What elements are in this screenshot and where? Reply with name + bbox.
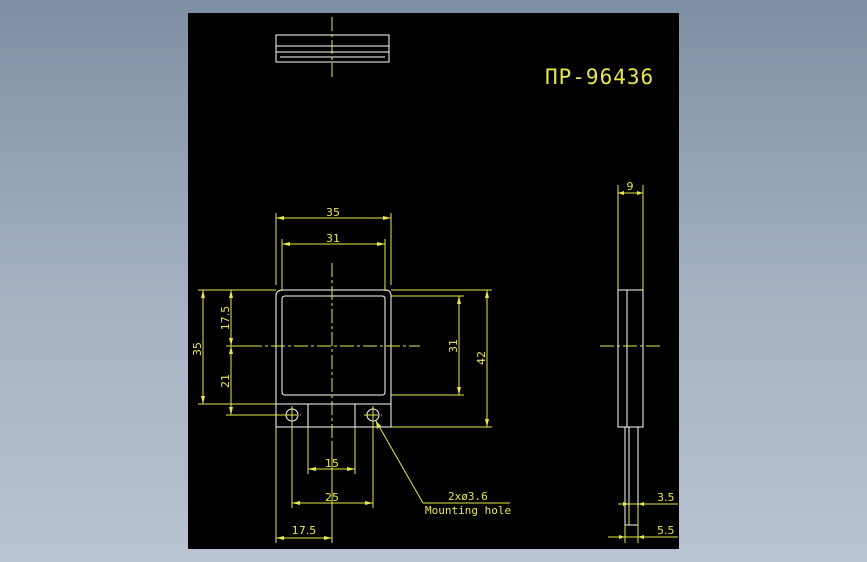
top-view: [275, 17, 390, 77]
dim-side-tab: 3.5: [657, 491, 675, 504]
mounting-hole-note-qty: 2xø3.6: [448, 490, 488, 503]
dim-bottom-left: 17.5: [292, 524, 317, 537]
dim-left-height: 35: [191, 342, 204, 356]
window-outline: [281, 295, 386, 396]
dim-top-inner: 31: [326, 232, 340, 245]
front-dimensions: 35 31 35 17.5 21 31: [191, 206, 511, 543]
dim-left-lower: 21: [219, 374, 232, 388]
dim-side-thickness: 9: [627, 180, 634, 193]
side-view: 9 3.5 5.5: [600, 180, 678, 543]
body-outline: [275, 289, 392, 428]
dim-left-upper: 17.5: [219, 306, 232, 331]
dim-right-inner: 31: [447, 339, 460, 353]
drawing-viewport[interactable]: ΠP-96436 35 31: [188, 13, 679, 549]
part-number: ΠP-96436: [545, 65, 654, 89]
side-tab-outline: [624, 426, 639, 526]
mounting-hole-note-label: Mounting hole: [425, 504, 511, 517]
dim-right-outer: 42: [475, 351, 488, 365]
side-body-outline: [617, 289, 644, 428]
dim-top-outer: 35: [326, 206, 340, 219]
dim-side-tab-total: 5.5: [657, 524, 675, 537]
front-view: [248, 263, 420, 441]
cad-drawing: ΠP-96436 35 31: [191, 17, 678, 543]
mounting-hole-leader: [375, 420, 424, 504]
